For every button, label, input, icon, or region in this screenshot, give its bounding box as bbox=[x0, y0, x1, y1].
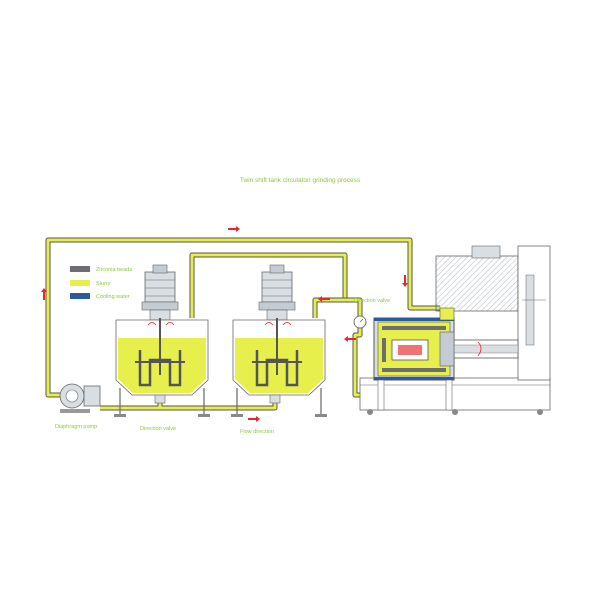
bottom-pipe bbox=[100, 395, 278, 411]
label-direction-valve-right: Direction valve bbox=[354, 298, 390, 304]
mill-motor bbox=[435, 255, 519, 312]
tank-1-slurry bbox=[118, 338, 206, 393]
mill-frame bbox=[359, 377, 551, 411]
agitator-1 bbox=[138, 350, 182, 387]
legend: Zirconia beads Slurry Cooling water bbox=[70, 266, 132, 300]
agitator-2 bbox=[255, 350, 299, 387]
arrow-left bbox=[41, 288, 47, 300]
arrow-right-vertical bbox=[402, 275, 408, 287]
arrow-top bbox=[228, 226, 240, 232]
motor-2 bbox=[261, 271, 293, 303]
legend-label-beads: Zirconia beads bbox=[96, 267, 132, 273]
branch-pipe bbox=[312, 297, 345, 318]
arrow-branch bbox=[318, 296, 330, 302]
label-flow-direction: Flow direction bbox=[240, 429, 274, 435]
cooling-jacket bbox=[374, 318, 454, 321]
legend-label-slurry: Slurry bbox=[96, 281, 111, 287]
valve-2 bbox=[269, 394, 281, 404]
tank-2 bbox=[231, 264, 327, 417]
motor-1 bbox=[144, 271, 176, 303]
tank-1 bbox=[114, 264, 210, 417]
legend-swatch-beads bbox=[70, 266, 90, 272]
diaphragm-pump bbox=[59, 383, 101, 413]
arrow-bottom bbox=[248, 416, 260, 422]
legend-label-water: Cooling water bbox=[96, 294, 130, 300]
label-direction-valve-bottom: Direction valve bbox=[140, 426, 176, 432]
tank-2-slurry bbox=[235, 338, 323, 393]
legend-swatch-water bbox=[70, 293, 90, 299]
diagram-title: Twin shift tank circulaton grinding proc… bbox=[240, 177, 361, 184]
flow-arrows bbox=[41, 226, 408, 422]
valve-1 bbox=[154, 394, 166, 404]
bead-mill bbox=[353, 245, 551, 415]
arrow-outlet bbox=[344, 336, 356, 342]
legend-swatch-slurry bbox=[70, 280, 90, 286]
label-diaphragm-pump: Diaphragm pump bbox=[55, 424, 97, 430]
